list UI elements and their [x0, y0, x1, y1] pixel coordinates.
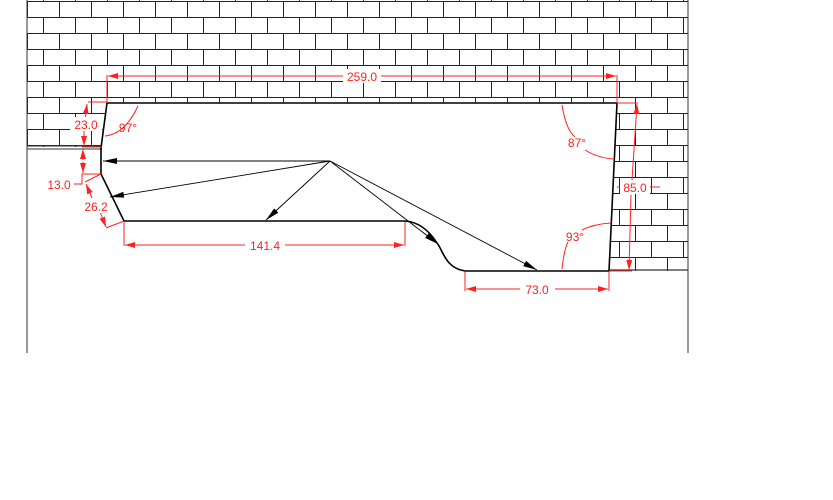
dim-left-mid: 13.0	[47, 149, 101, 192]
dim-bottom-right: 73.0	[464, 272, 610, 297]
cavity-mask	[27, 103, 617, 360]
dim-top-width: 259.0	[106, 69, 618, 103]
dim-left-upper: 23.0	[70, 101, 107, 148]
dim-label-left-chamfer: 26.2	[84, 200, 108, 214]
dim-angle-top-left: 97°	[104, 105, 139, 137]
dim-label-angle-bottom-right: 93°	[566, 230, 584, 244]
load-rays	[103, 158, 538, 271]
dim-label-left-mid: 13.0	[47, 178, 71, 192]
dim-bottom-left: 141.4	[123, 222, 406, 253]
dim-label-bottom-right: 73.0	[525, 283, 549, 297]
dim-label-angle-top-right: 87°	[568, 136, 586, 150]
dim-left-chamfer: 26.2	[80, 173, 125, 229]
dim-label-right-height: 85.0	[623, 181, 647, 195]
dim-right-height: 85.0	[609, 102, 660, 272]
dim-label-left-upper: 23.0	[74, 118, 98, 132]
dim-angle-bottom-right: 93°	[561, 222, 612, 270]
dim-label-bottom-left: 141.4	[250, 239, 280, 253]
dim-angle-top-right: 87°	[561, 104, 615, 160]
dim-label-angle-top-left: 97°	[119, 121, 137, 135]
dim-label-top-width: 259.0	[347, 70, 377, 84]
